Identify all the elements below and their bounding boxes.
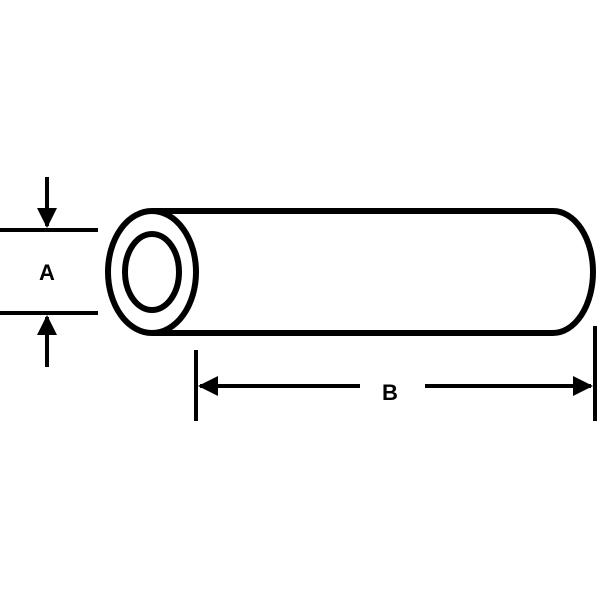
dimension-a (0, 177, 98, 367)
tube-body-outline (152, 208, 596, 336)
tube (105, 208, 596, 336)
tube-inner-bore (122, 231, 182, 313)
tube-outer-end (105, 208, 199, 336)
dimension-a-label: A (39, 260, 55, 285)
dimension-b (194, 326, 597, 421)
dimension-b-label: B (382, 380, 398, 405)
